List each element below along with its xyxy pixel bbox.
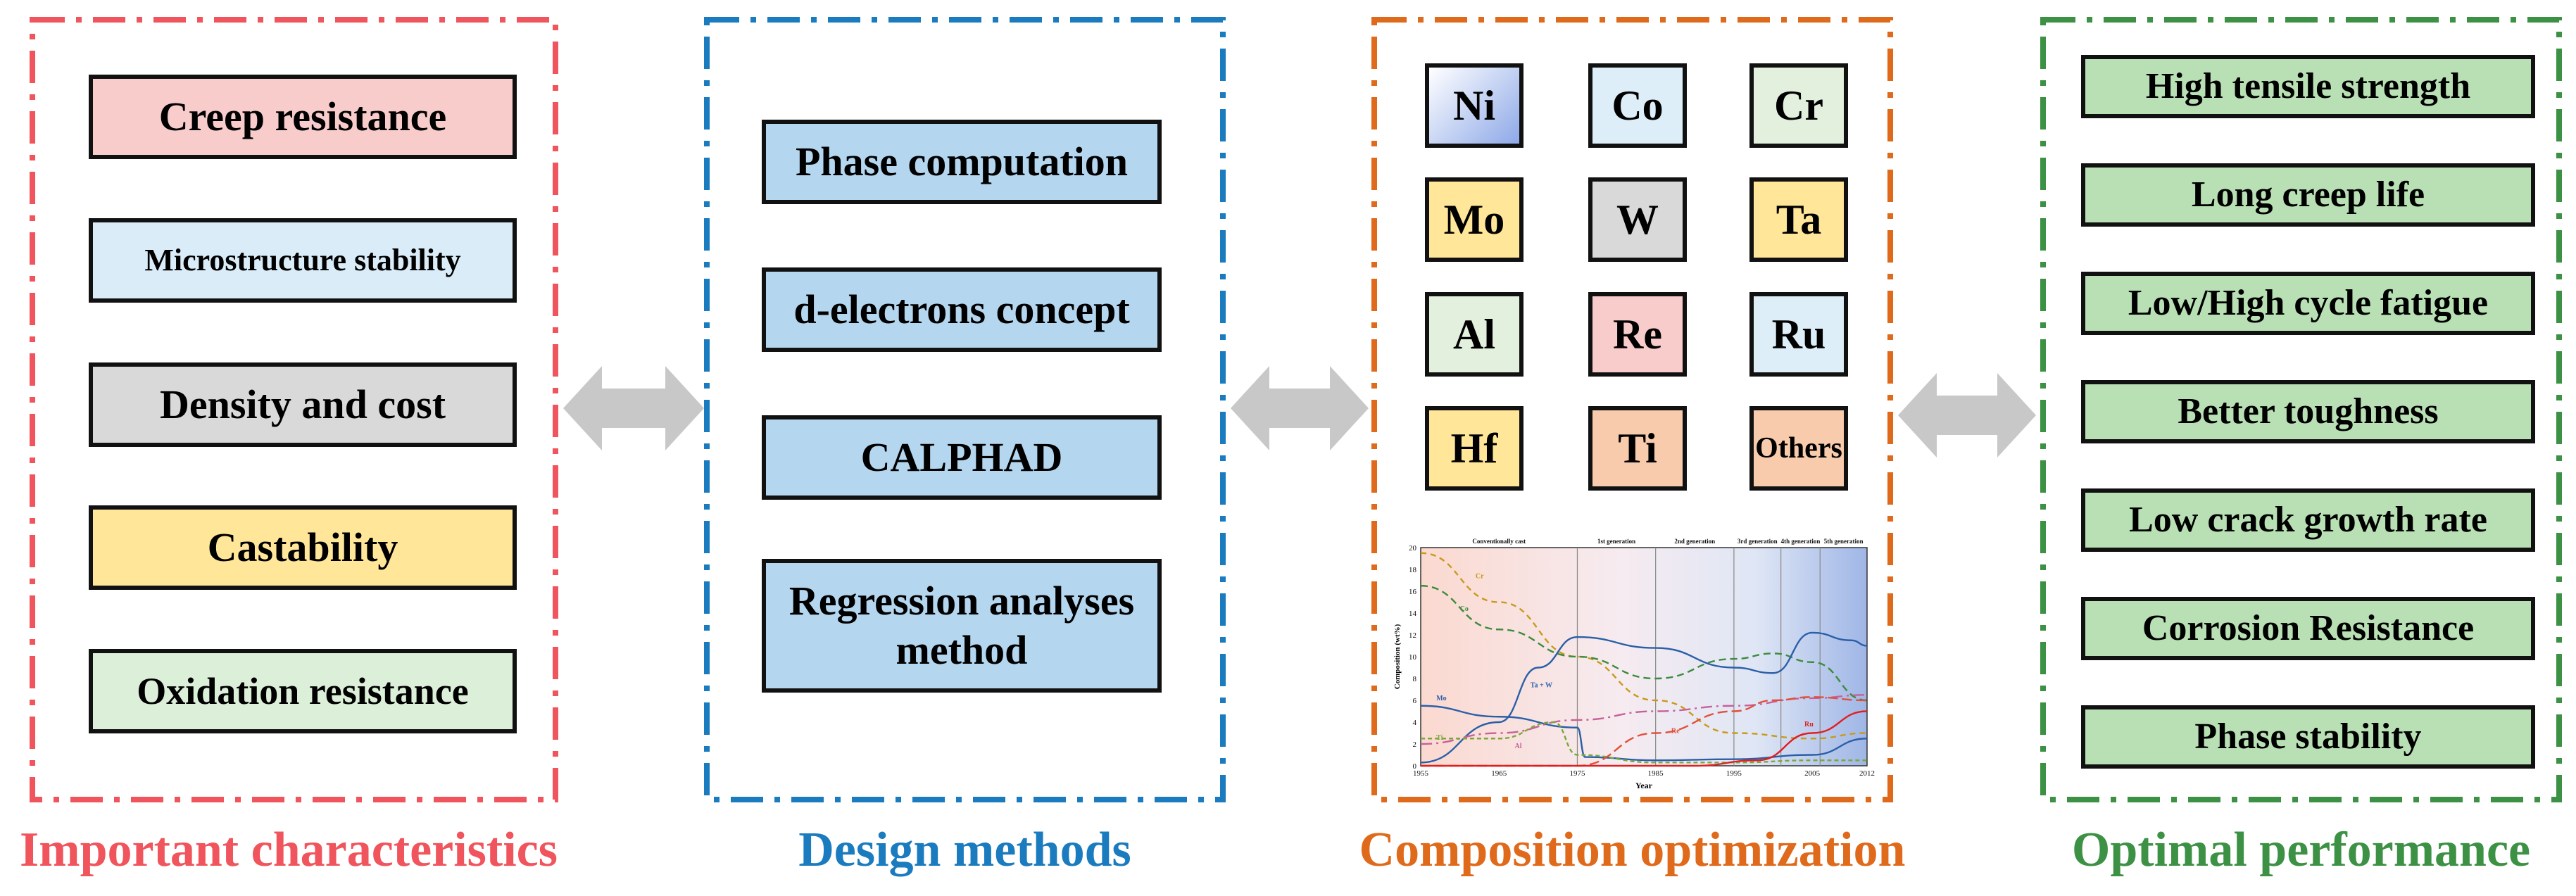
composition-chart-svg: Conventionally cast 1st generation 2nd gen… [1393, 538, 1875, 790]
perf-box-fatigue: Low/High cycle fatigue [2081, 272, 2535, 335]
y-axis-label: Composition (wt%) [1393, 624, 1402, 689]
char-box-microstructure: Microstructure stability [89, 218, 517, 303]
char-box-density: Density and cost [89, 362, 517, 447]
era-label: Conventionally cast [1472, 538, 1526, 545]
element-ru: Ru [1749, 292, 1848, 377]
element-hf: Hf [1425, 406, 1523, 491]
element-ti: Ti [1588, 406, 1687, 491]
element-cr: Cr [1749, 63, 1848, 148]
element-ta: Ta [1749, 177, 1848, 262]
perf-box-tensile: High tensile strength [2081, 55, 2535, 118]
series-line-mo [1420, 705, 1868, 762]
char-box-creep: Creep resistance [89, 75, 517, 159]
y-tick-label: 14 [1409, 610, 1417, 618]
design-box-regression: Regression analyses method [762, 559, 1162, 693]
design-box-d-electrons: d-electrons concept [762, 267, 1162, 352]
y-tick-label: 10 [1409, 653, 1417, 662]
series-label: Al [1514, 743, 1521, 750]
era-label: 2nd generation [1674, 538, 1715, 545]
x-tick-label: 1975 [1569, 769, 1585, 778]
y-tick-label: 8 [1413, 675, 1417, 683]
series-line-ti [1421, 721, 1867, 764]
y-tick-label: 6 [1413, 697, 1417, 705]
x-tick-label: 1955 [1413, 769, 1429, 778]
element-mo: Mo [1425, 177, 1523, 262]
element-w: W [1588, 177, 1687, 262]
perf-box-corrosion: Corrosion Resistance [2081, 597, 2535, 660]
x-axis-label: Year [1635, 781, 1653, 790]
element-co: Co [1588, 63, 1687, 148]
era-label: 5th generation [1824, 538, 1864, 545]
series-label: Ti [1436, 734, 1443, 742]
era-label: 1st generation [1597, 538, 1635, 545]
design-panel: Phase computation d-electrons concept CA… [703, 15, 1227, 804]
y-tick-label: 18 [1409, 566, 1417, 574]
series-label: Mo [1436, 695, 1446, 702]
performance-frame [2040, 17, 2562, 802]
perf-box-creep-life: Long creep life [2081, 163, 2535, 227]
y-tick-label: 4 [1413, 719, 1417, 727]
x-tick-label: 2005 [1804, 769, 1821, 778]
characteristics-caption: Important characteristics [20, 823, 558, 877]
composition-caption: Composition optimization [1359, 823, 1906, 877]
x-tick-label: 1995 [1726, 769, 1742, 778]
y-tick-label: 12 [1409, 631, 1416, 640]
perf-box-toughness: Better toughness [2081, 380, 2535, 443]
series-label: Ta + W [1531, 681, 1552, 689]
x-tick-label: 1965 [1491, 769, 1507, 778]
perf-box-crack-growth: Low crack growth rate [2081, 488, 2535, 552]
design-caption: Design methods [798, 823, 1131, 877]
composition-chart: Conventionally cast 1st generation 2nd gen… [1391, 528, 1877, 802]
element-ni: Ni [1425, 63, 1523, 148]
y-tick-label: 2 [1413, 740, 1417, 749]
composition-frame [1371, 17, 1893, 802]
era-label: 4th generation [1781, 538, 1821, 545]
y-tick-label: 0 [1413, 762, 1417, 771]
series-line-ru [1421, 710, 1868, 767]
design-frame [704, 17, 1226, 802]
chart-plot-area [1420, 547, 1868, 766]
era-label: 3rd generation [1738, 538, 1778, 545]
double-arrow-3 [1898, 373, 2036, 458]
series-label: Re [1671, 728, 1680, 736]
characteristics-frame [30, 17, 558, 802]
composition-panel: Ni Co Cr Mo W Ta Al Re Ru Hf Ti Others C… [1370, 15, 1895, 804]
element-others: Others [1749, 406, 1848, 491]
x-tick-label: 2012 [1859, 769, 1875, 778]
element-al: Al [1425, 292, 1523, 377]
series-line-cr [1420, 552, 1868, 740]
design-box-phase: Phase computation [762, 120, 1162, 204]
char-box-oxidation: Oxidation resistance [89, 649, 517, 733]
y-tick-label: 16 [1409, 588, 1417, 596]
series-label: Cr [1476, 572, 1484, 580]
double-arrow-1 [563, 366, 704, 450]
series-label: Co [1460, 605, 1469, 613]
x-tick-label: 1985 [1648, 769, 1664, 778]
char-box-castability: Castability [89, 505, 517, 590]
double-arrow-2 [1231, 366, 1369, 450]
element-re: Re [1588, 292, 1687, 377]
performance-panel: High tensile strength Long creep life Lo… [2039, 15, 2563, 804]
y-tick-label: 20 [1409, 544, 1417, 553]
design-box-calphad: CALPHAD [762, 415, 1162, 500]
characteristics-panel: Creep resistance Microstructure stabilit… [28, 15, 560, 804]
series-line-co [1420, 585, 1868, 702]
performance-caption: Optimal performance [2071, 823, 2531, 877]
perf-box-phase-stability: Phase stability [2081, 705, 2535, 769]
series-line-ta-w [1420, 631, 1868, 764]
series-label: Ru [1804, 721, 1814, 728]
